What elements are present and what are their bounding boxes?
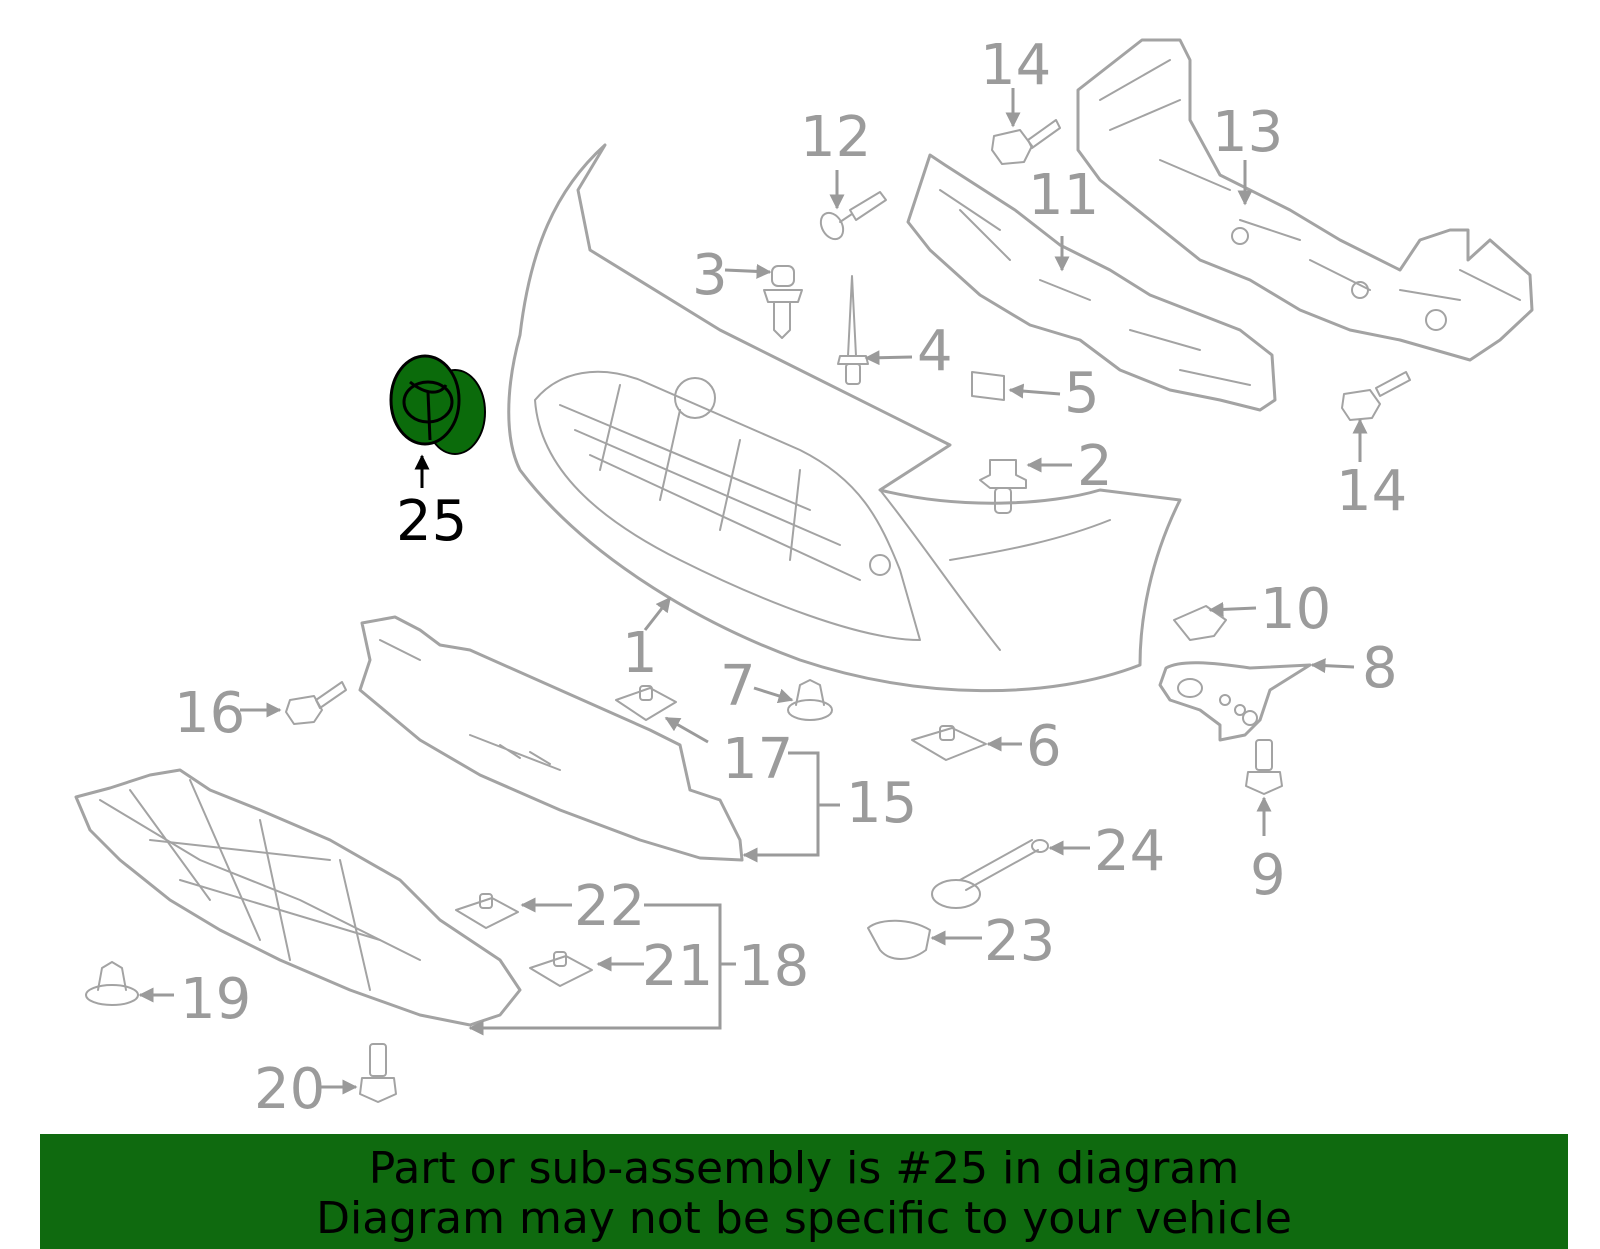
bumper-cover-part-1[interactable]	[507, 143, 1182, 693]
retainer-part-21[interactable]	[529, 951, 593, 987]
banner-line-2: Diagram may not be specific to your vehi…	[316, 1193, 1292, 1244]
callout-8: 8	[1362, 636, 1398, 701]
callout-20: 20	[254, 1057, 325, 1122]
callout-14-right: 14	[1336, 459, 1407, 524]
callout-25: 25	[396, 489, 467, 554]
callout-21: 21	[642, 934, 713, 999]
under-cover-part-18[interactable]	[74, 768, 522, 1027]
clip-part-12[interactable]	[816, 191, 887, 243]
tow-hook-part-24[interactable]	[931, 839, 1049, 909]
callout-11: 11	[1028, 163, 1099, 228]
callout-5: 5	[1064, 361, 1100, 426]
callout-22: 22	[574, 874, 645, 939]
callout-3: 3	[692, 243, 728, 308]
clip-part-7[interactable]	[787, 679, 833, 721]
callout-19: 19	[180, 967, 251, 1032]
retainer-part-22[interactable]	[455, 893, 519, 929]
callout-16: 16	[174, 681, 245, 746]
bolt-part-16[interactable]	[285, 681, 347, 725]
clip-part-3[interactable]	[763, 265, 803, 339]
pad-part-5[interactable]	[971, 371, 1005, 401]
energy-absorber-part-11[interactable]	[906, 153, 1277, 412]
callout-4: 4	[917, 319, 953, 384]
callout-7: 7	[720, 654, 756, 719]
callout-17: 17	[722, 727, 793, 792]
reinforcement-part-13[interactable]	[1076, 38, 1534, 362]
leader-lines	[138, 88, 1368, 1095]
emblem-part-25[interactable]	[389, 354, 486, 455]
callout-23: 23	[984, 909, 1055, 974]
rivet-part-4[interactable]	[837, 275, 869, 385]
callout-6: 6	[1026, 714, 1062, 779]
callout-10: 10	[1260, 577, 1331, 642]
push-clip-part-2[interactable]	[979, 459, 1027, 514]
retainer-part-6[interactable]	[911, 725, 987, 761]
callout-9: 9	[1250, 843, 1286, 908]
callout-14-top: 14	[980, 33, 1051, 98]
bracket-part-8[interactable]	[1158, 661, 1312, 742]
info-banner: Part or sub-assembly is #25 in diagram D…	[40, 1134, 1568, 1249]
callout-15: 15	[846, 771, 917, 836]
callout-24: 24	[1094, 819, 1165, 884]
callout-labels: 1 2 3 4 5 6 7 8 9 10 11 12 13 14 14 15 1…	[174, 33, 1407, 1122]
tow-hook-cover-part-23[interactable]	[867, 919, 931, 960]
callout-12: 12	[800, 105, 871, 170]
bolt-part-20[interactable]	[359, 1043, 397, 1103]
clip-part-19[interactable]	[85, 961, 139, 1006]
callout-2: 2	[1077, 434, 1113, 499]
callout-18: 18	[738, 934, 809, 999]
bolt-part-9[interactable]	[1245, 739, 1283, 795]
bolt-part-14-right[interactable]	[1341, 371, 1411, 421]
bolt-part-14-top[interactable]	[991, 119, 1061, 165]
banner-line-1: Part or sub-assembly is #25 in diagram	[368, 1143, 1240, 1194]
retainer-part-17[interactable]	[615, 685, 677, 721]
clip-part-10[interactable]	[1173, 605, 1227, 641]
lower-deflector-part-15[interactable]	[358, 615, 744, 862]
callout-13: 13	[1212, 100, 1283, 165]
callout-1: 1	[622, 621, 658, 686]
